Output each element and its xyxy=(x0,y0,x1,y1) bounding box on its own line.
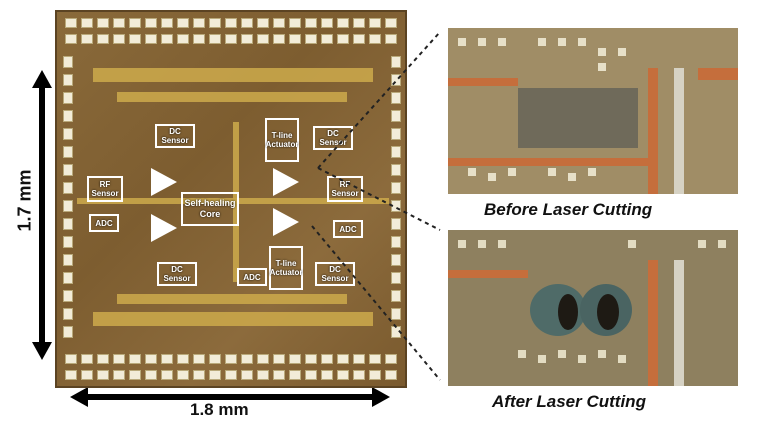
rf-sensor-left: RF Sensor xyxy=(87,176,123,202)
pa-left-top: PA xyxy=(151,168,181,198)
adc-right: ADC xyxy=(333,220,363,238)
tline-actuator-bottom: T-line Actuator xyxy=(269,246,303,290)
rf-sensor-right: RF Sensor xyxy=(327,176,363,202)
top-metal-bar-2 xyxy=(117,92,347,102)
adc-bottom: ADC xyxy=(237,268,267,286)
dc-sensor-bottom-right: DC Sensor xyxy=(315,262,355,286)
top-metal-bar xyxy=(93,68,373,82)
pa-left-bottom: PA xyxy=(151,214,181,244)
before-caption: Before Laser Cutting xyxy=(484,200,653,219)
dc-sensor-top-left: DC Sensor xyxy=(155,124,195,148)
center-vertical xyxy=(233,122,239,282)
bottom-metal-bar-2 xyxy=(117,294,347,304)
height-arrow xyxy=(32,70,52,360)
pa-right-bottom: PA xyxy=(273,208,303,238)
before-laser-cutting-photo xyxy=(448,28,738,194)
width-arrow xyxy=(70,387,390,407)
bottom-metal-bar xyxy=(93,312,373,326)
width-label: 1.8 mm xyxy=(190,400,249,419)
after-laser-cutting-photo xyxy=(448,230,738,386)
pa-right-top: PA xyxy=(273,168,303,198)
self-healing-core: Self-healing Core xyxy=(181,192,239,226)
dc-sensor-top-right: DC Sensor xyxy=(313,126,353,150)
chip-die-photo: DC Sensor T-line Actuator DC Sensor RF S… xyxy=(55,10,407,388)
after-caption: After Laser Cutting xyxy=(492,392,646,411)
adc-left: ADC xyxy=(89,214,119,232)
tline-actuator-top: T-line Actuator xyxy=(265,118,299,162)
dc-sensor-bottom-left: DC Sensor xyxy=(157,262,197,286)
